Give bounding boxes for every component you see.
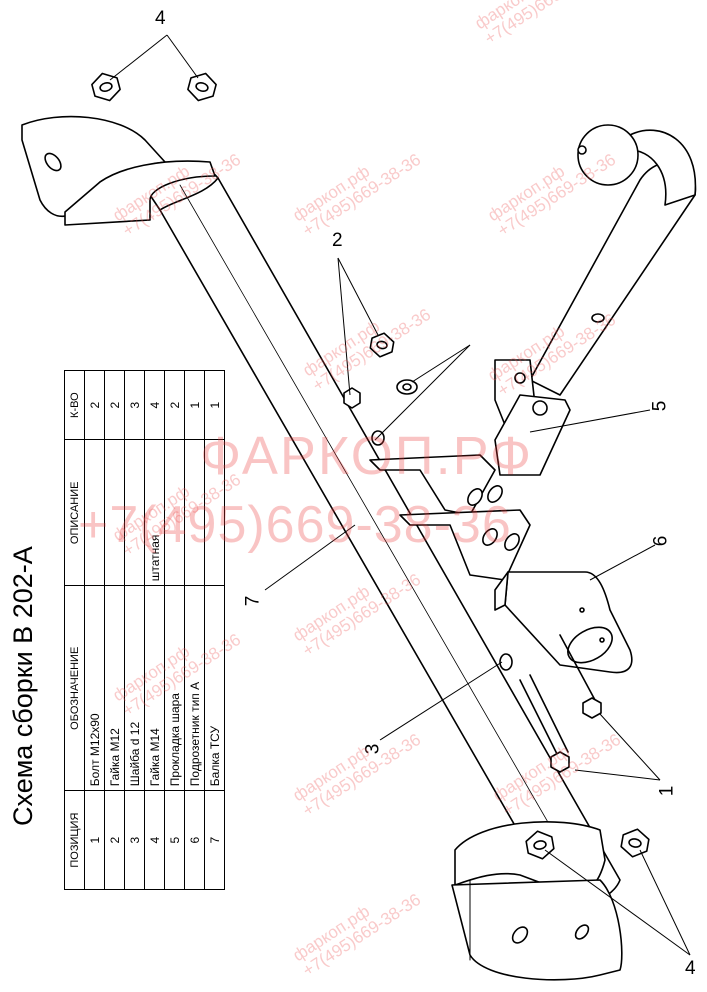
cell-description <box>124 439 145 586</box>
cell-description: штатная <box>144 439 165 586</box>
cell-designation: Гайка М14 <box>144 585 165 791</box>
cell-position: 7 <box>204 790 225 890</box>
table-header-row: ПОЗИЦИЯ ОБОЗНАЧЕНИЕ ОПИСАНИЕ К-ВО <box>64 370 85 890</box>
col-header-description: ОПИСАНИЕ <box>64 439 85 586</box>
cell-description <box>104 439 125 586</box>
cell-designation: Гайка М12 <box>104 585 125 791</box>
callout-7: 7 <box>242 595 264 607</box>
cell-designation: Балка ТСУ <box>204 585 225 791</box>
cell-description <box>204 439 225 586</box>
callout-leaders <box>109 34 691 956</box>
col-header-quantity: К-ВО <box>64 370 85 440</box>
callout-3: 3 <box>362 743 384 755</box>
cell-position: 2 <box>104 790 125 890</box>
cell-description <box>184 439 205 586</box>
cell-designation: Подрозетник тип А <box>184 585 205 791</box>
cell-designation: Болт М12х90 <box>84 585 105 791</box>
cell-position: 3 <box>124 790 145 890</box>
ball-spacer <box>494 359 571 476</box>
cell-quantity: 2 <box>104 370 125 440</box>
ball-arm <box>529 124 697 396</box>
col-header-designation: ОБОЗНАЧЕНИЕ <box>64 585 85 791</box>
cell-position: 4 <box>144 790 165 890</box>
cell-quantity: 4 <box>144 370 165 440</box>
callout-5: 5 <box>649 400 671 412</box>
cell-description <box>164 439 185 586</box>
callout-4-bottom: 4 <box>685 958 696 979</box>
cell-designation: Прокладка шара <box>164 585 185 791</box>
cell-quantity: 3 <box>124 370 145 440</box>
cell-quantity: 1 <box>184 370 205 440</box>
cell-position: 1 <box>84 790 105 890</box>
col-header-position: ПОЗИЦИЯ <box>64 790 85 890</box>
cell-designation: Шайба d 12 <box>124 585 145 791</box>
callout-2: 2 <box>332 230 343 251</box>
right-mount-bracket <box>451 821 623 981</box>
mounting-plates <box>369 454 531 581</box>
left-mount-bracket <box>21 115 216 226</box>
socket-bracket <box>494 571 633 674</box>
cell-description <box>84 439 105 586</box>
callout-4-top: 4 <box>155 8 166 29</box>
cell-quantity: 1 <box>204 370 225 440</box>
callout-1: 1 <box>656 785 678 797</box>
cell-quantity: 2 <box>84 370 105 440</box>
cell-position: 6 <box>184 790 205 890</box>
diagram-title: Схема сборки В 202-А <box>8 546 38 826</box>
callout-6: 6 <box>650 535 672 547</box>
hardware <box>91 72 650 860</box>
cell-quantity: 2 <box>164 370 185 440</box>
cell-position: 5 <box>164 790 185 890</box>
